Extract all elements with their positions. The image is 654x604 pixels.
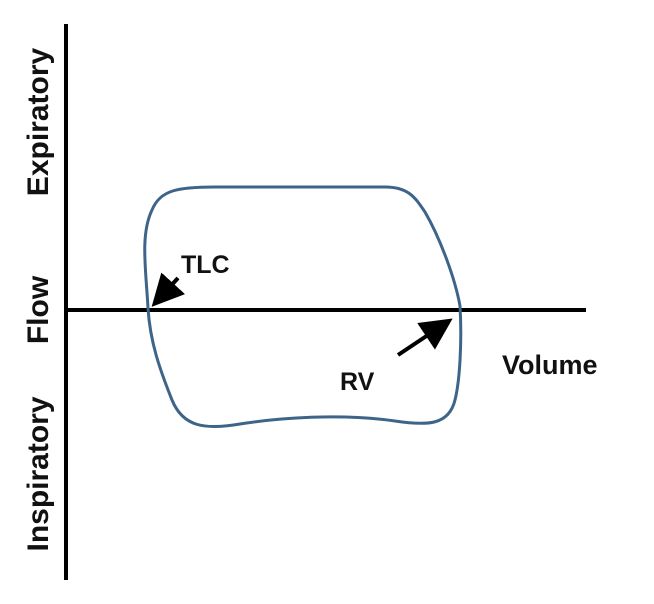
rv-arrow [396,318,453,357]
flow-label: Flow [22,275,55,344]
rv-label: RV [340,368,375,396]
tlc-label: TLC [181,251,230,279]
tlc-arrow [151,272,185,307]
inspiratory-label: Inspiratory [22,396,55,551]
flow-volume-loop [143,185,463,429]
expiratory-label: Expiratory [22,47,55,196]
volume-axis-label: Volume [502,350,598,380]
